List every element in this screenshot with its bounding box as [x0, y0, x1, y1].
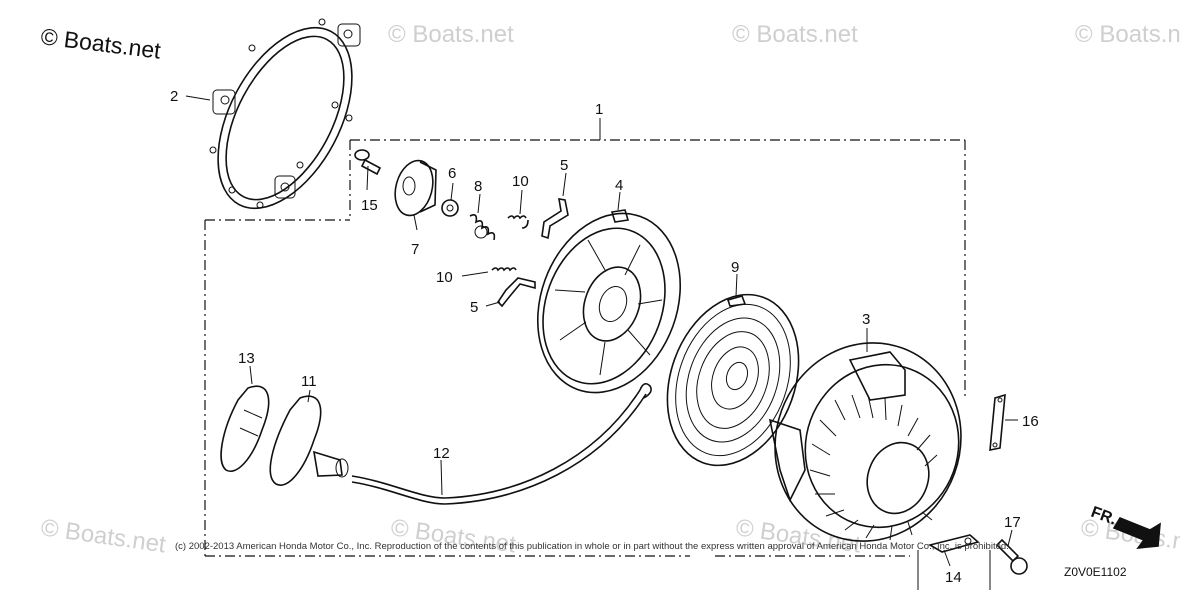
watermark: © Boats.net	[1075, 21, 1180, 48]
rope-guide-part-14	[927, 534, 980, 553]
gasket-ring-part-2	[209, 18, 361, 210]
diagram-code: Z0V0E1102	[1064, 565, 1127, 579]
callout-7: 7	[411, 241, 419, 258]
site-watermark: © Boats.net	[39, 23, 162, 64]
reel-part-4	[536, 209, 682, 394]
starter-case-part-3	[768, 342, 962, 542]
callout-13: 13	[238, 350, 255, 367]
callout-5-lower: 5	[470, 299, 478, 316]
callout-12: 12	[433, 445, 450, 462]
starter-rope-part-12	[351, 382, 652, 505]
callout-10-upper: 10	[512, 173, 529, 190]
callout-5-upper: 5	[560, 157, 568, 174]
callout-1: 1	[595, 101, 603, 118]
callout-8: 8	[474, 178, 482, 195]
strap-part-16	[989, 393, 1006, 451]
leader-lines	[185, 95, 1018, 567]
watermark: © Boats.net	[732, 21, 858, 48]
callout-6: 6	[448, 165, 456, 182]
copyright-notice: (c) 2002-2013 American Honda Motor Co., …	[175, 541, 1009, 552]
callout-9: 9	[731, 259, 739, 276]
callout-14: 14	[945, 569, 962, 586]
callout-15: 15	[361, 197, 378, 214]
pawl-part-5-lower	[496, 277, 536, 308]
callout-2: 2	[170, 88, 178, 105]
watermark: © Boats.net	[39, 514, 168, 558]
washer-part-6	[441, 199, 459, 217]
callout-10-lower: 10	[436, 269, 453, 286]
return-spring-part-10-upper	[507, 215, 529, 229]
bolt-part-15	[354, 149, 382, 176]
callout-16: 16	[1022, 413, 1039, 430]
callouts: 1 2 3 4 5 5 6 7 8 9 10 10 11 12 13 14 15…	[170, 88, 1039, 586]
ratchet-part-7	[394, 159, 437, 217]
grip-cover-part-13	[220, 385, 270, 472]
assembly-frame	[204, 118, 991, 590]
callout-17: 17	[1004, 514, 1021, 531]
bolt-part-17	[995, 538, 1028, 575]
starter-grip-part-11	[269, 395, 349, 486]
pawl-part-5-upper	[541, 198, 569, 240]
callout-3: 3	[862, 311, 870, 328]
recoil-spring-part-9	[666, 293, 800, 467]
callout-4: 4	[615, 177, 623, 194]
spring-part-8	[469, 214, 496, 241]
watermark: © Boats.net	[388, 21, 514, 48]
return-spring-part-10-lower	[491, 267, 517, 272]
callout-11: 11	[301, 373, 317, 390]
